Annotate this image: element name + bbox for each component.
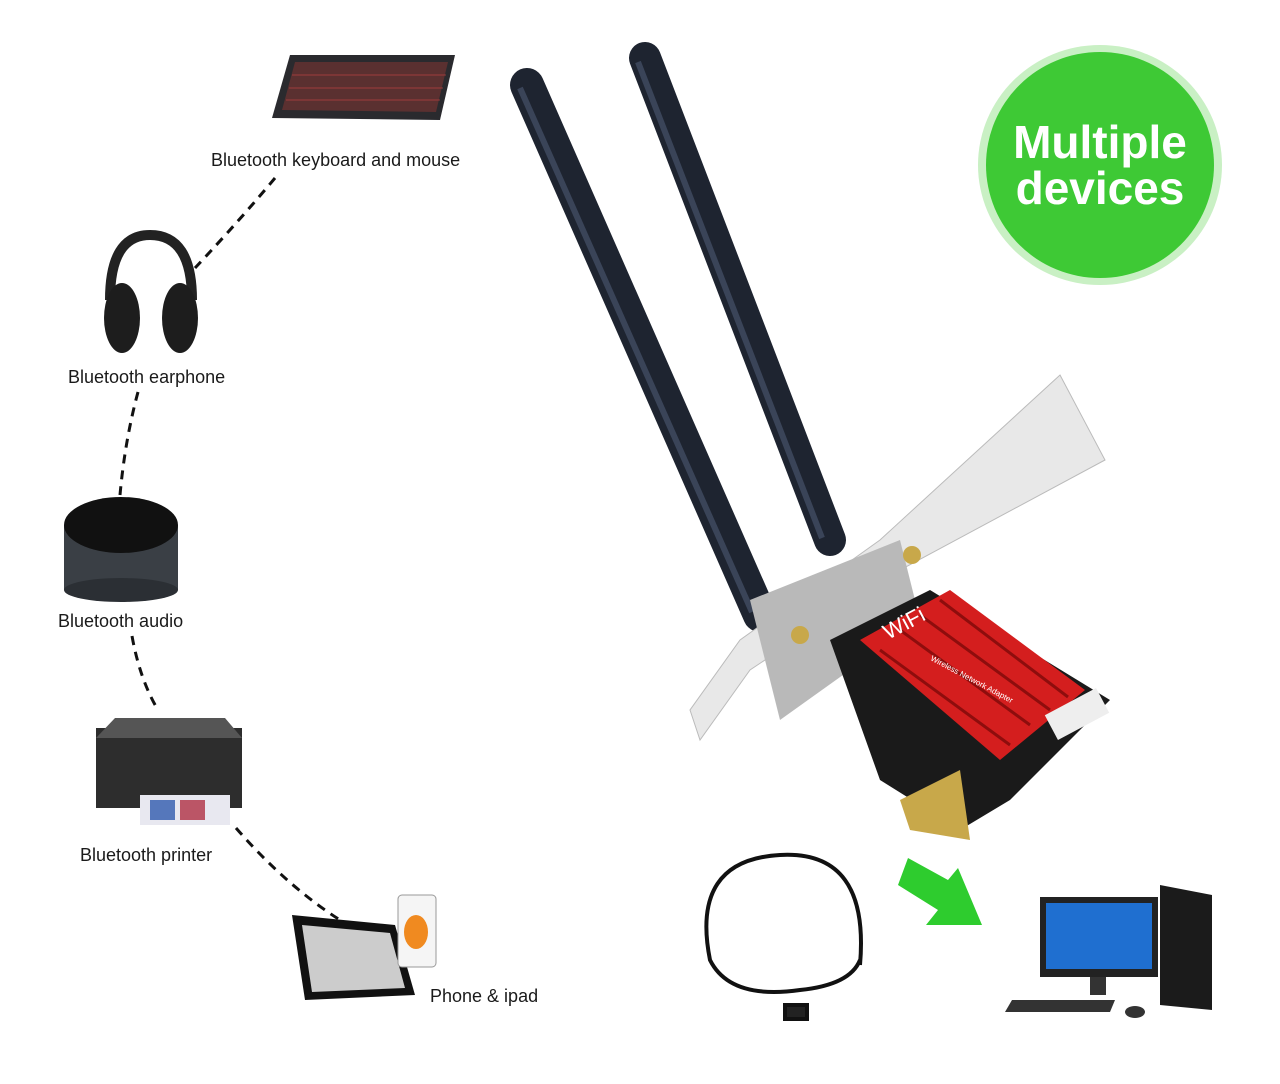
badge-line-1: Multiple — [1013, 116, 1187, 168]
device-label-earphone: Bluetooth earphone — [68, 367, 226, 387]
badge-line-2: devices — [1015, 162, 1185, 214]
antenna-left — [510, 68, 777, 632]
device-label-keyboard: Bluetooth keyboard and mouse — [211, 150, 461, 170]
antenna-right — [629, 42, 846, 556]
device-label-audio: Bluetooth audio — [58, 611, 184, 631]
headphones-icon — [104, 229, 198, 353]
wifi-card — [791, 546, 1110, 840]
speaker-icon — [64, 497, 178, 602]
device-label-printer: Bluetooth printer — [80, 845, 213, 865]
dashed-connectors — [118, 177, 349, 927]
keyboard-icon — [272, 55, 455, 120]
tablet-phone-icon — [292, 894, 437, 1000]
desktop-computer-icon — [1005, 885, 1212, 1018]
device-label-phone-ipad: Phone & ipad — [430, 986, 539, 1006]
cable-icon — [704, 852, 863, 1021]
printer-icon — [96, 718, 242, 825]
pci-bracket — [689, 374, 1106, 742]
green-arrow-icon — [898, 858, 982, 925]
